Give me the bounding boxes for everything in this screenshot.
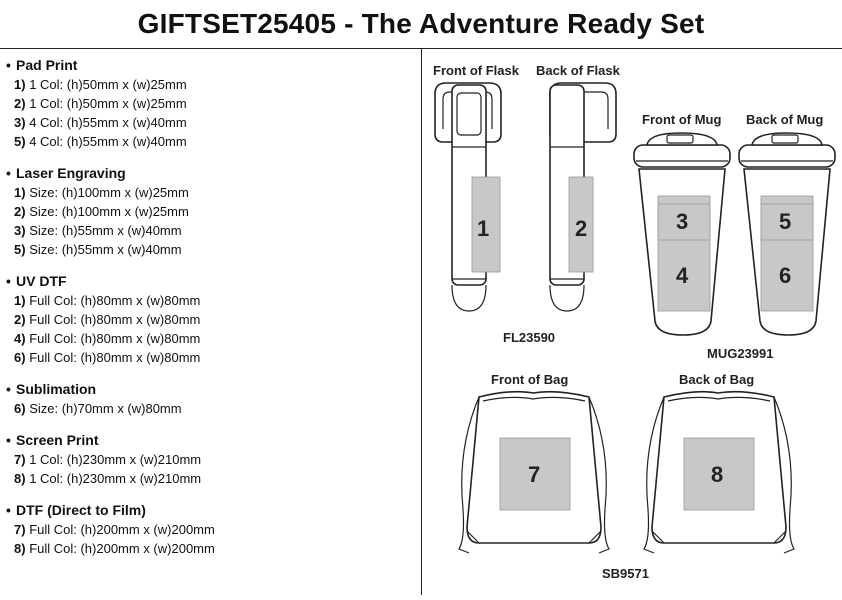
print-area-8 <box>683 437 755 511</box>
bullet-icon: • <box>6 165 11 181</box>
section-uv-dtf: • UV DTF 1) Full Col: (h)80mm x (w)80mm 2… <box>6 272 416 367</box>
mug-product-code: MUG23991 <box>707 346 773 361</box>
area-number-3: 3 <box>676 209 688 234</box>
list-item: 8) 1 Col: (h)230mm x (w)210mm <box>14 471 202 486</box>
print-area-2 <box>568 176 594 273</box>
area-number-1: 1 <box>477 216 489 241</box>
section-laser-engraving: • Laser Engraving 1) Size: (h)100mm x (w)… <box>6 164 416 259</box>
area-number-8: 8 <box>711 462 723 487</box>
list-item: 3) 4 Col: (h)55mm x (w)40mm <box>14 115 187 130</box>
list-item: 2) Size: (h)100mm x (w)25mm <box>14 204 189 219</box>
mug-back-label: Back of Mug <box>746 112 823 127</box>
section-title: Pad Print <box>16 57 78 73</box>
mug-front-label: Front of Mug <box>642 112 721 127</box>
list-item: 1) 1 Col: (h)50mm x (w)25mm <box>14 77 187 92</box>
flask-back-label: Back of Flask <box>536 63 621 78</box>
print-methods-list: • Pad Print 1) 1 Col: (h)50mm x (w)25mm 2… <box>6 56 416 571</box>
page-title: GIFTSET25405 - The Adventure Ready Set <box>137 8 705 39</box>
bullet-icon: • <box>6 57 11 73</box>
flask-front-label: Front of Flask <box>433 63 520 78</box>
bag-back-label: Back of Bag <box>679 372 754 387</box>
section-title: Screen Print <box>16 432 99 448</box>
area-number-2: 2 <box>575 216 587 241</box>
bullet-icon: • <box>6 381 11 397</box>
print-area-5 <box>760 203 814 241</box>
list-item: 6) Size: (h)70mm x (w)80mm <box>14 401 182 416</box>
print-area-7 <box>499 437 571 511</box>
bullet-icon: • <box>6 432 11 448</box>
print-area-3 <box>657 203 711 241</box>
section-sublimation: • Sublimation 6) Size: (h)70mm x (w)80mm <box>6 380 416 418</box>
list-item: 4) Full Col: (h)80mm x (w)80mm <box>14 331 201 346</box>
bag-product-code: SB9571 <box>602 566 649 581</box>
list-item: 1) Size: (h)100mm x (w)25mm <box>14 185 189 200</box>
list-item: 6) Full Col: (h)80mm x (w)80mm <box>14 350 201 365</box>
section-dtf: • DTF (Direct to Film) 7) Full Col: (h)20… <box>6 501 416 558</box>
area-number-5: 5 <box>779 209 791 234</box>
list-item: 3) Size: (h)55mm x (w)40mm <box>14 223 182 238</box>
list-item: 1) Full Col: (h)80mm x (w)80mm <box>14 293 201 308</box>
section-title: DTF (Direct to Film) <box>16 502 146 518</box>
list-item: 5) Size: (h)55mm x (w)40mm <box>14 242 182 257</box>
list-item: 7) Full Col: (h)200mm x (w)200mm <box>14 522 215 537</box>
section-screen-print: • Screen Print 7) 1 Col: (h)230mm x (w)21… <box>6 431 416 488</box>
section-title: Laser Engraving <box>16 165 126 181</box>
title-divider <box>0 48 842 49</box>
list-item: 5) 4 Col: (h)55mm x (w)40mm <box>14 134 187 149</box>
section-title: Sublimation <box>16 381 97 397</box>
print-area-1 <box>471 176 501 273</box>
section-title: UV DTF <box>16 273 67 289</box>
product-diagrams: Front of Flask Back of Flask 1 2 FL23590… <box>421 49 842 595</box>
list-item: 8) Full Col: (h)200mm x (w)200mm <box>14 541 215 556</box>
list-item: 7) 1 Col: (h)230mm x (w)210mm <box>14 452 202 467</box>
list-item: 2) 1 Col: (h)50mm x (w)25mm <box>14 96 187 111</box>
flask-product-code: FL23590 <box>503 330 555 345</box>
area-number-4: 4 <box>676 263 689 288</box>
list-item: 2) Full Col: (h)80mm x (w)80mm <box>14 312 201 327</box>
bullet-icon: • <box>6 273 11 289</box>
area-number-6: 6 <box>779 263 791 288</box>
bag-front-label: Front of Bag <box>491 372 568 387</box>
bullet-icon: • <box>6 502 11 518</box>
column-divider <box>421 49 422 595</box>
section-pad-print: • Pad Print 1) 1 Col: (h)50mm x (w)25mm 2… <box>6 56 416 151</box>
area-number-7: 7 <box>528 462 540 487</box>
